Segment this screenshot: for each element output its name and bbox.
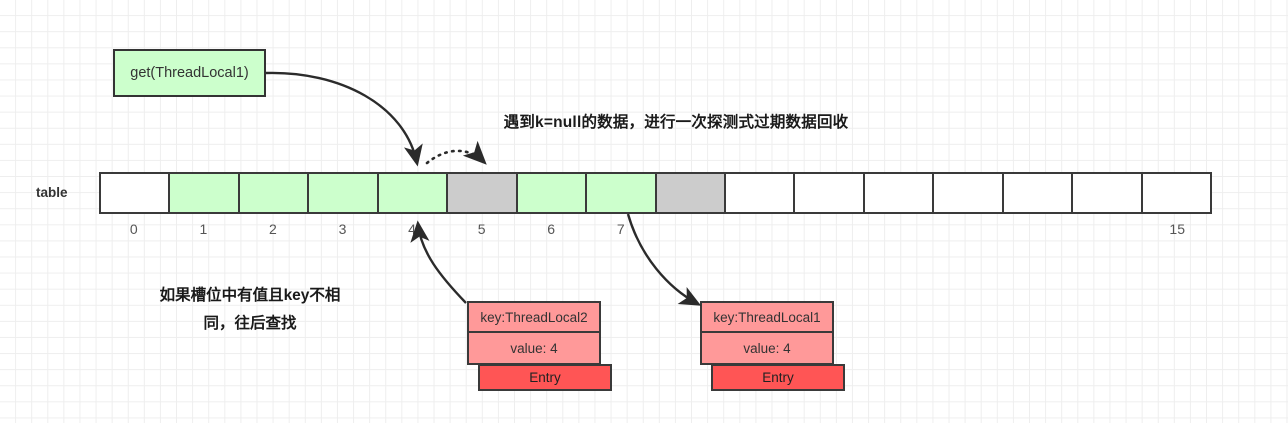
entry-tag: Entry xyxy=(478,364,612,391)
table-slot-1 xyxy=(170,174,240,212)
table-index-12 xyxy=(934,219,1004,239)
table-slot-14 xyxy=(1073,174,1143,212)
entry-card-threadlocal1: key:ThreadLocal1 value: 4 Entry xyxy=(700,301,845,391)
threadlocalmap-table xyxy=(99,172,1212,214)
table-index-13 xyxy=(1003,219,1073,239)
entry-key-field: key:ThreadLocal2 xyxy=(467,301,601,333)
get-call-box: get(ThreadLocal1) xyxy=(113,49,266,97)
table-index-9 xyxy=(725,219,795,239)
table-index-11 xyxy=(864,219,934,239)
table-index-0: 0 xyxy=(129,221,138,237)
linear-probe-note-line1: 如果槽位中有值且key不相 xyxy=(159,287,341,304)
table-index-8 xyxy=(656,219,726,239)
table-slot-3 xyxy=(309,174,379,212)
table-label: table xyxy=(36,185,68,200)
table-index-5: 5 xyxy=(477,221,486,237)
table-slot-5 xyxy=(448,174,518,212)
table-slot-8 xyxy=(656,174,726,212)
linear-probe-note: 如果槽位中有值且key不相 同，往后查找 xyxy=(100,282,400,338)
entry-value-field: value: 4 xyxy=(467,333,601,365)
table-slot-15 xyxy=(1142,174,1210,212)
table-slot-0 xyxy=(101,174,171,212)
table-index-4: 4 xyxy=(408,221,416,237)
table-slot-11 xyxy=(864,174,935,212)
table-slot-13 xyxy=(1003,174,1074,212)
table-slot-10 xyxy=(795,174,865,212)
table-index-14 xyxy=(1073,219,1143,239)
table-index-1: 1 xyxy=(199,221,208,237)
table-slot-4 xyxy=(378,174,449,212)
table-slot-12 xyxy=(934,174,1004,212)
entry-tag: Entry xyxy=(711,364,845,391)
connector-get-to-slot4 xyxy=(265,71,423,167)
table-slot-2 xyxy=(239,174,310,212)
table-index-6: 6 xyxy=(547,221,556,237)
table-slot-9 xyxy=(725,174,796,212)
table-index-3: 3 xyxy=(338,221,347,237)
connector-probe-arc xyxy=(425,140,487,165)
table-index-10 xyxy=(795,219,865,239)
entry-value-field: value: 4 xyxy=(700,333,834,365)
table-slot-6 xyxy=(517,174,588,212)
table-index-2: 2 xyxy=(269,221,277,237)
table-index-7: 7 xyxy=(616,221,625,237)
get-call-label: get(ThreadLocal1) xyxy=(130,65,249,81)
entry-card-threadlocal2: key:ThreadLocal2 value: 4 Entry xyxy=(467,301,612,391)
table-index-row: 0 1 2 3 4 5 6 7 15 xyxy=(99,219,1212,239)
probe-cleanup-note: 遇到k=null的数据，进行一次探测式过期数据回收 xyxy=(503,114,849,131)
table-index-15: 15 xyxy=(1169,221,1185,237)
linear-probe-note-line2: 同，往后查找 xyxy=(203,315,297,332)
entry-key-field: key:ThreadLocal1 xyxy=(700,301,834,333)
table-slot-7 xyxy=(587,174,657,212)
